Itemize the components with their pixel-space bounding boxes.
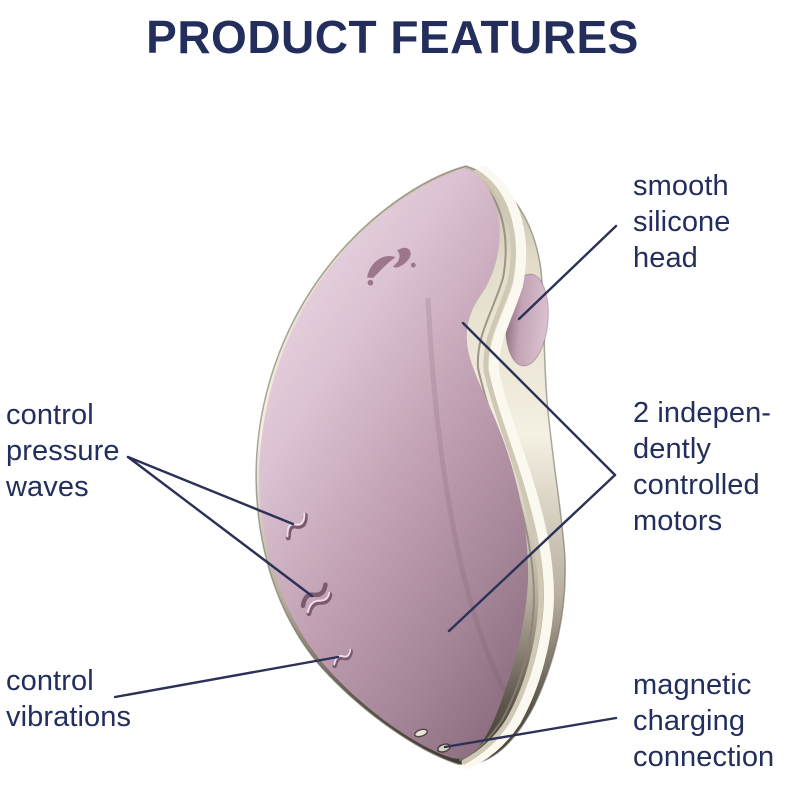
label-independent-motors: 2 indepen- dently controlled motors bbox=[633, 397, 772, 537]
callout-line-motor-lower bbox=[447, 473, 617, 633]
face-seam bbox=[425, 297, 508, 694]
satisfyer-logo-icon bbox=[366, 247, 416, 286]
device-face bbox=[259, 168, 529, 759]
page-title: PRODUCT FEATURES bbox=[146, 11, 639, 63]
vibration-button-icon bbox=[332, 648, 353, 669]
callout-line-pressure-upper bbox=[126, 455, 295, 526]
callout-line-smooth-head bbox=[517, 224, 618, 321]
pressure-wave-button-upper-icon bbox=[285, 512, 308, 541]
callout-line-motor-upper bbox=[461, 321, 617, 477]
callout-line-pressure-lower bbox=[126, 455, 314, 598]
label-smooth-silicone-head: smooth silicone head bbox=[633, 170, 731, 274]
label-magnetic-charging: magnetic charging connection bbox=[633, 669, 775, 773]
label-control-pressure-waves: control pressure waves bbox=[6, 399, 120, 503]
callout-lines bbox=[113, 224, 618, 749]
label-control-vibrations: control vibrations bbox=[6, 665, 132, 733]
pressure-wave-button-lower-icon bbox=[300, 582, 333, 617]
callout-line-vibrations bbox=[113, 655, 340, 699]
callout-line-charging bbox=[443, 716, 618, 749]
